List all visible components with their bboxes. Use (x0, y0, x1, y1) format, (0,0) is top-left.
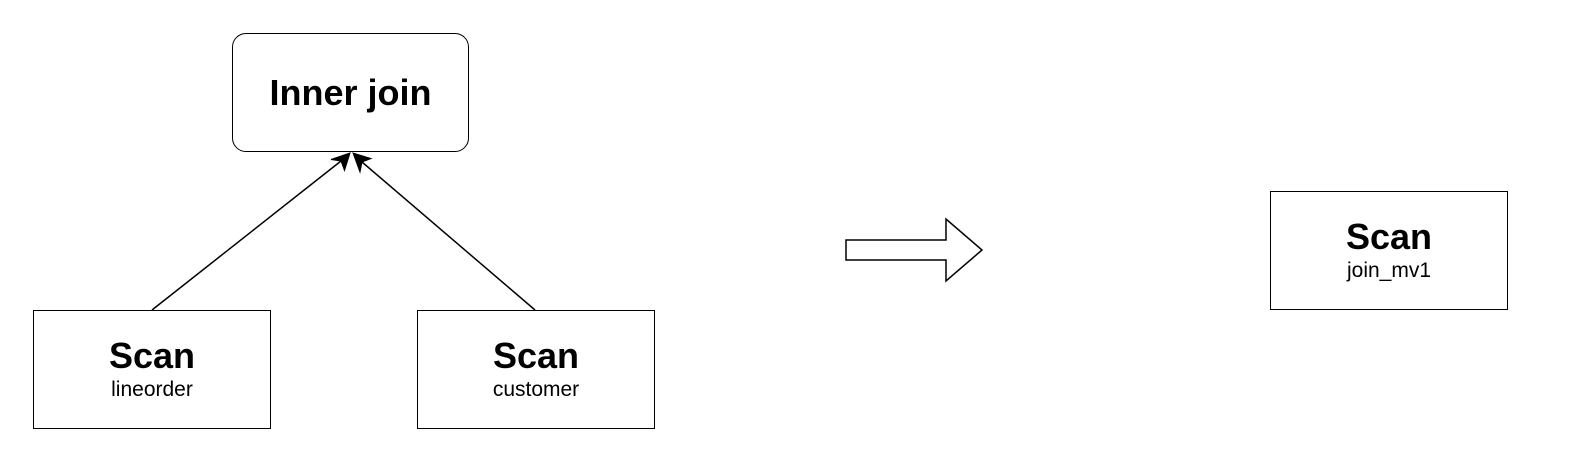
node-scan-customer: Scan customer (417, 310, 655, 429)
node-scan-lineorder: Scan lineorder (33, 310, 271, 429)
edge-lineorder-to-join (151, 152, 351, 311)
node-scan-join-mv1-subtitle: join_mv1 (1346, 259, 1432, 282)
node-scan-join-mv1: Scan join_mv1 (1270, 191, 1508, 310)
arrowhead-lineorder-join (330, 152, 351, 173)
node-scan-customer-subtitle: customer (492, 378, 580, 401)
node-scan-lineorder-subtitle: lineorder (111, 378, 193, 401)
transform-arrow (845, 217, 984, 283)
edge-customer-to-join (352, 152, 536, 311)
node-inner-join-title: Inner join (269, 71, 432, 113)
node-inner-join: Inner join (232, 33, 469, 152)
arrowhead-customer-join (352, 152, 373, 174)
node-scan-customer-title: Scan (492, 335, 580, 376)
node-scan-join-mv1-title: Scan (1345, 216, 1433, 257)
node-scan-lineorder-title: Scan (108, 335, 196, 376)
